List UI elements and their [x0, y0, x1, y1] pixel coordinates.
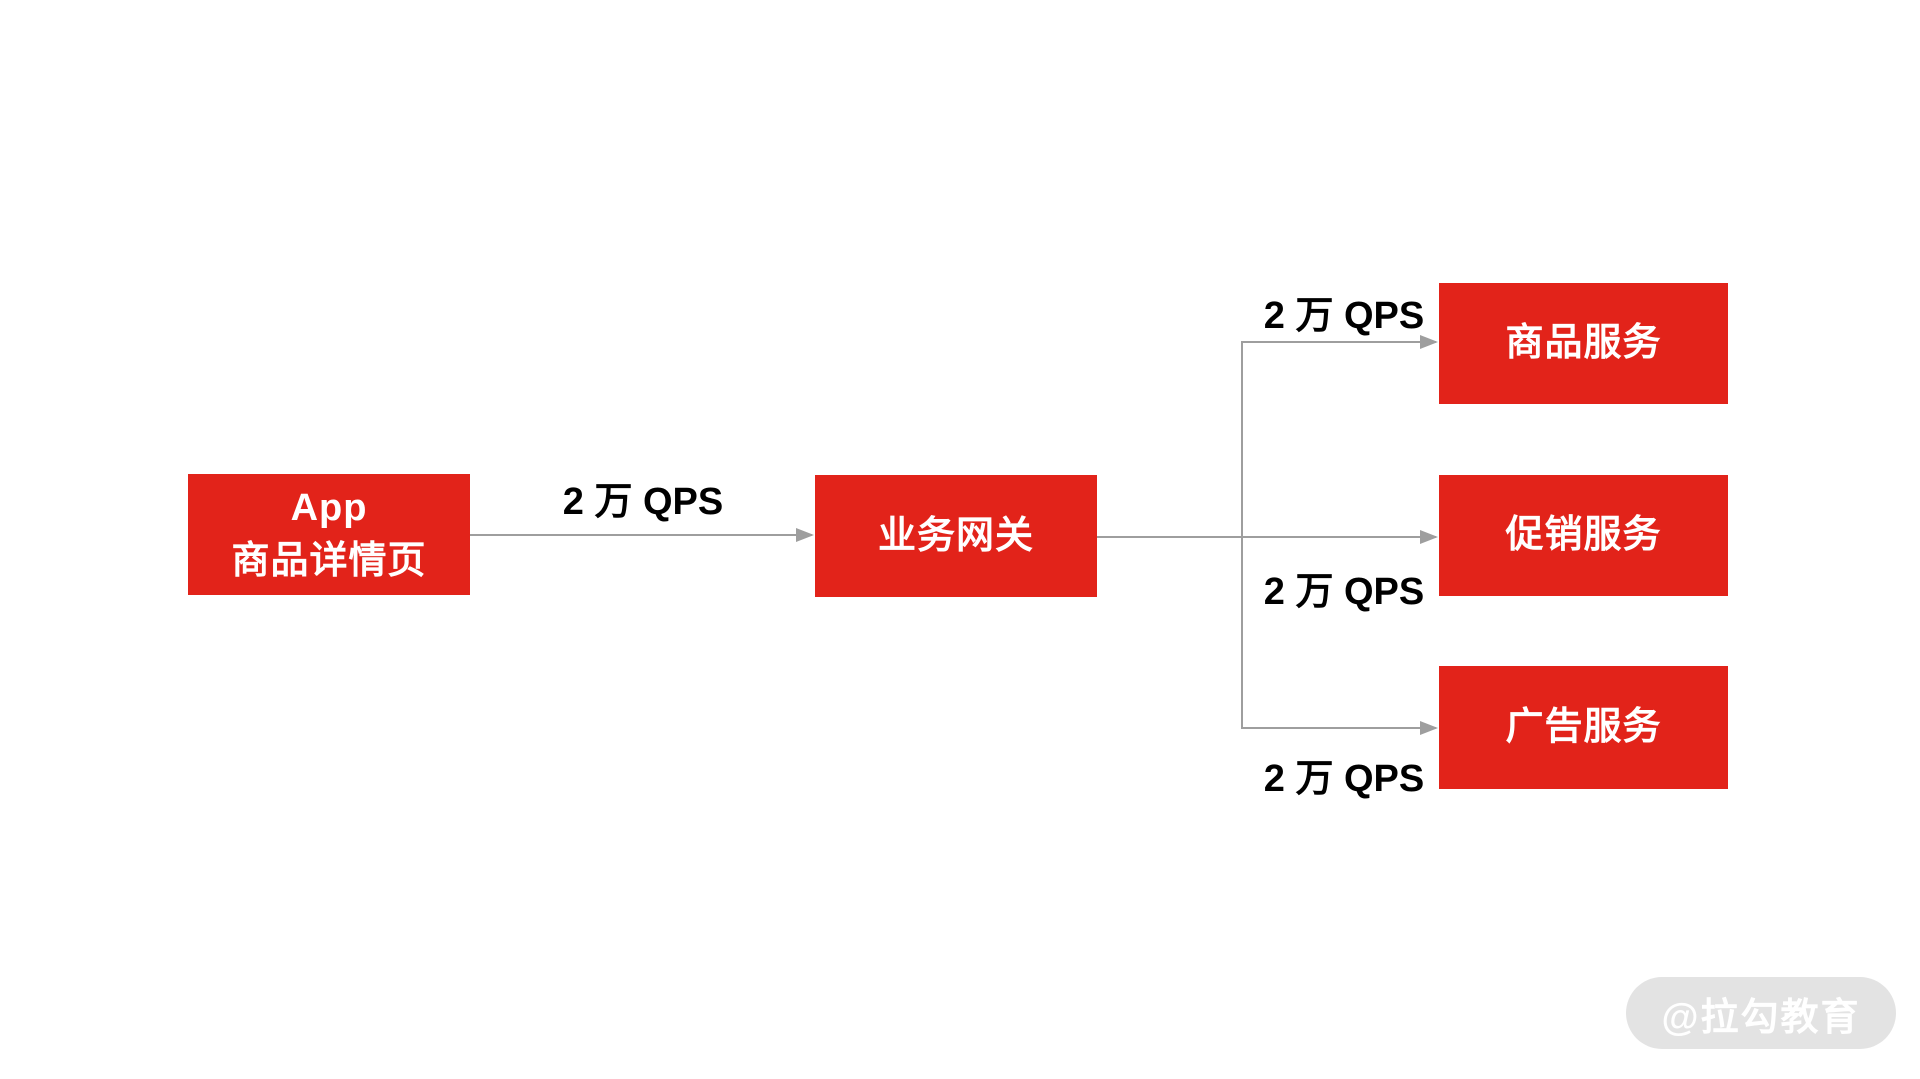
edge-label-gateway-to-promotion: 2 万 QPS	[1263, 571, 1425, 613]
node-app-title: App	[290, 487, 368, 530]
edge-label-gateway-to-product: 2 万 QPS	[1263, 295, 1425, 337]
watermark-text: @拉勾教育	[1661, 996, 1861, 1039]
edge-gateway-to-ads	[1241, 537, 1438, 735]
node-business-gateway: 业务网关	[815, 475, 1097, 597]
node-app-subtitle: 商品详情页	[231, 539, 427, 582]
edge-label-app-to-gateway: 2 万 QPS	[562, 481, 724, 523]
watermark-badge: @拉勾教育	[1626, 977, 1896, 1049]
edge-label-gateway-to-ads: 2 万 QPS	[1263, 758, 1425, 800]
edge-gateway-to-product	[1241, 335, 1438, 537]
node-promotion-service: 促销服务	[1439, 475, 1728, 596]
node-ads-service: 广告服务	[1439, 666, 1728, 789]
node-product-service: 商品服务	[1439, 283, 1728, 404]
node-app-product-detail-page: App 商品详情页	[188, 474, 470, 595]
